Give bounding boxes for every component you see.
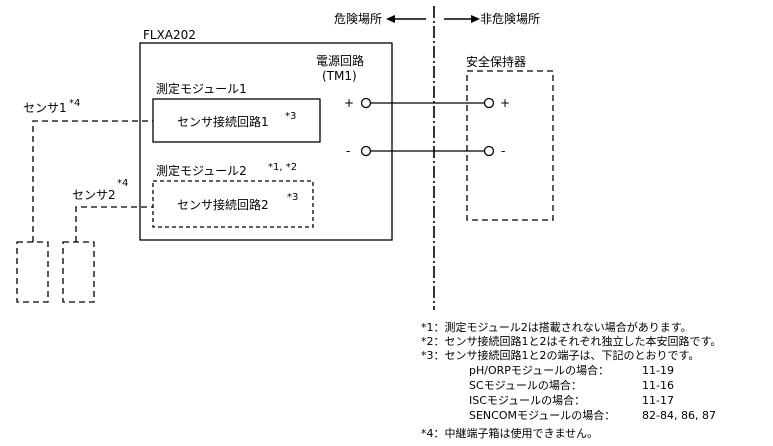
safety-barrier-box xyxy=(466,70,554,221)
analyzer-model-label: FLXA202 xyxy=(143,28,196,42)
module1-circuit-label: センサ接続回路1 xyxy=(177,114,269,129)
terminal-module-sencom: SENCOMモジュールの場合： xyxy=(469,408,615,422)
barrier-terminal-plus xyxy=(483,97,495,109)
hazardous-area-label: 危険場所 xyxy=(334,12,382,26)
module2-circuit-label: センサ接続回路2 xyxy=(177,197,269,212)
barrier-plus-sign: + xyxy=(500,96,510,110)
zone-divider-arrows xyxy=(386,15,480,23)
module2-label: 測定モジュール2 xyxy=(156,163,247,178)
sensor2-mark: *4 xyxy=(117,178,128,189)
sensor1-box xyxy=(16,241,49,303)
barrier-terminal-minus xyxy=(483,145,495,157)
sensor2-box xyxy=(62,241,95,303)
sensor1-label: センサ1 xyxy=(23,101,67,115)
module1-circuit-mark: *3 xyxy=(285,111,296,122)
power-terminal-minus xyxy=(360,145,372,157)
sensor2-label: センサ2 xyxy=(72,188,116,202)
module2-circuit-mark: *3 xyxy=(287,192,298,203)
terminal-numbers-ph: 11-19 xyxy=(642,364,674,377)
power-minus-sign: - xyxy=(346,144,350,158)
power-circuit-label: 電源回路 xyxy=(316,53,364,68)
terminal-numbers-isc: 11-17 xyxy=(642,394,674,407)
power-terminal-plus xyxy=(360,97,372,109)
terminal-module-isc: ISCモジュールの場合： xyxy=(469,393,585,407)
note-4: *4：中継端子箱は使用できません。 xyxy=(421,426,598,440)
sensor1-mark: *4 xyxy=(69,98,80,109)
terminal-numbers-sc: 11-16 xyxy=(642,379,674,392)
sensor1-cable xyxy=(32,120,153,242)
analyzer-enclosure xyxy=(139,42,393,241)
module1-label: 測定モジュール1 xyxy=(156,81,247,96)
note-2: *2：センサ接続回路1と2はそれぞれ独立した本安回路です。 xyxy=(421,334,721,348)
barrier-minus-sign: - xyxy=(501,144,505,158)
module2-label-mark: *1, *2 xyxy=(268,162,297,173)
power-circuit-terminal-label: (TM1) xyxy=(322,69,357,83)
power-plus-sign: + xyxy=(344,96,354,110)
note-3: *3：センサ接続回路1と2の端子は、下記のとおりです。 xyxy=(421,348,699,362)
note-1: *1：測定モジュール2は搭載されない場合があります。 xyxy=(421,320,692,334)
non-hazardous-area-label: 非危険場所 xyxy=(480,12,540,26)
sensor2-cable xyxy=(75,206,153,242)
safety-barrier-label: 安全保持器 xyxy=(466,54,526,69)
terminal-module-sc: SCモジュールの場合： xyxy=(469,378,582,392)
terminal-module-ph: pH/ORPモジュールの場合： xyxy=(469,363,609,377)
terminal-numbers-sencom: 82-84, 86, 87 xyxy=(642,409,716,422)
module2-circuit-box xyxy=(152,180,314,228)
